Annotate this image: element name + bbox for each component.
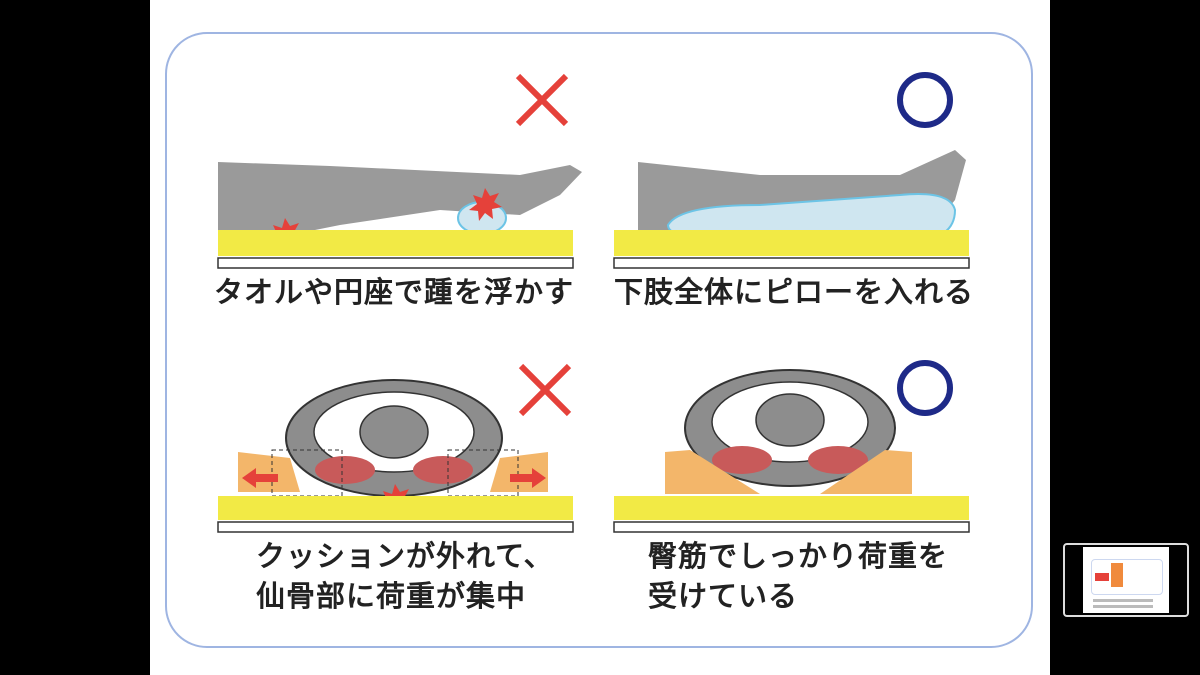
thumbnail-preview: [1083, 547, 1169, 613]
cushion-left: [665, 450, 760, 494]
mattress: [218, 230, 573, 256]
cross-mark-icon: [515, 73, 569, 127]
pelvis: [285, 379, 503, 497]
bed-base: [613, 521, 970, 533]
mattress: [218, 496, 573, 520]
cushion-left: [238, 452, 300, 492]
caption-gluteal-load-line1: 臀筋でしっかり荷重を: [648, 539, 949, 573]
bed-base: [217, 521, 574, 533]
pelvis: [684, 369, 896, 487]
caption-whole-leg-pillow: 下肢全体にピローを入れる: [614, 275, 975, 309]
pain-star-icon: [469, 188, 502, 221]
arrow-left-icon: [242, 468, 278, 488]
illustration-frame: [165, 32, 1033, 648]
mattress: [614, 496, 969, 520]
caption-heel-float: タオルや円座で踵を浮かす: [214, 275, 575, 309]
cross-mark-icon: [518, 363, 572, 417]
leg-raised: [218, 162, 582, 240]
caption-gluteal-load-line2: 受けている: [648, 579, 799, 613]
caption-cushion-off-line2: 仙骨部に荷重が集中: [256, 579, 527, 613]
circle-mark-icon: [897, 72, 953, 128]
mattress: [614, 230, 969, 256]
cushion-right: [820, 450, 912, 494]
circle-mark-icon: [897, 360, 953, 416]
slide-thumbnail[interactable]: [1063, 543, 1189, 617]
cushion-right: [490, 452, 548, 492]
bed-base: [613, 257, 970, 269]
caption-cushion-off-line1: クッションが外れて、: [256, 539, 554, 573]
arrow-right-icon: [510, 468, 546, 488]
bed-base: [217, 257, 574, 269]
